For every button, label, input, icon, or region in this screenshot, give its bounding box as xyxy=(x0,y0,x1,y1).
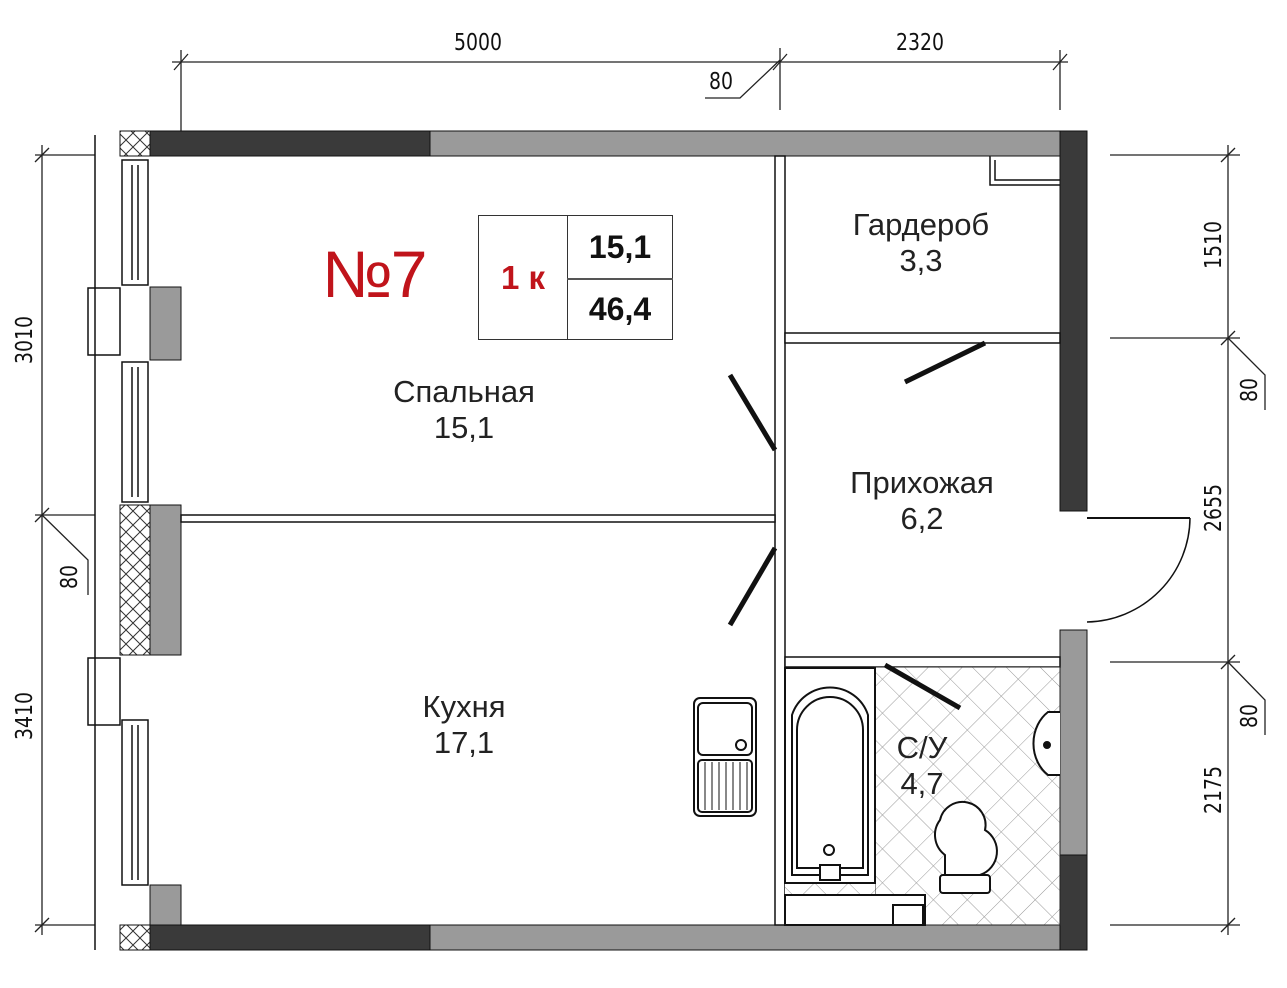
dimension-lines xyxy=(34,48,1266,935)
dim-right-1: 1510 xyxy=(1201,220,1227,270)
room-name: Кухня xyxy=(422,689,506,724)
outer-walls xyxy=(119,130,1088,951)
doors xyxy=(727,340,1191,711)
dim-right-2: 80 xyxy=(1237,377,1263,403)
living-area: 15,1 xyxy=(567,216,673,280)
room-bedroom: Спальная 15,1 xyxy=(393,374,535,446)
apartment-number: №7 xyxy=(322,237,428,311)
room-area: 3,3 xyxy=(899,243,943,278)
dim-right-5: 2175 xyxy=(1201,765,1227,815)
room-kitchen: Кухня 17,1 xyxy=(423,689,506,761)
room-name: С/У xyxy=(896,730,948,765)
dim-top-right: 2320 xyxy=(895,30,945,56)
room-count: 1 к xyxy=(479,216,568,339)
room-area: 17,1 xyxy=(433,725,495,760)
room-name: Спальная xyxy=(393,374,535,409)
dim-top-wall: 80 xyxy=(708,69,734,95)
room-bathroom: С/У 4,7 xyxy=(897,730,948,802)
room-area: 15,1 xyxy=(433,410,495,445)
dim-left-lower: 3410 xyxy=(12,691,38,741)
fixtures xyxy=(693,667,1060,926)
room-name: Прихожая xyxy=(850,465,994,500)
room-name: Гардероб xyxy=(852,207,990,242)
dim-right-4: 80 xyxy=(1237,703,1263,729)
room-area: 6,2 xyxy=(900,501,944,536)
apartment-info-box: 1 к 15,1 46,4 xyxy=(478,215,673,340)
partitions xyxy=(180,155,1061,926)
windows xyxy=(87,135,149,950)
dim-left-upper: 3010 xyxy=(12,315,38,365)
dim-right-3: 2655 xyxy=(1201,483,1227,533)
dim-left-wall: 80 xyxy=(57,564,83,590)
room-area: 4,7 xyxy=(900,766,944,801)
room-wardrobe: Гардероб 3,3 xyxy=(853,207,989,279)
total-area: 46,4 xyxy=(588,290,652,327)
room-hallway: Прихожая 6,2 xyxy=(850,465,994,537)
dim-top-width: 5000 xyxy=(453,30,503,56)
